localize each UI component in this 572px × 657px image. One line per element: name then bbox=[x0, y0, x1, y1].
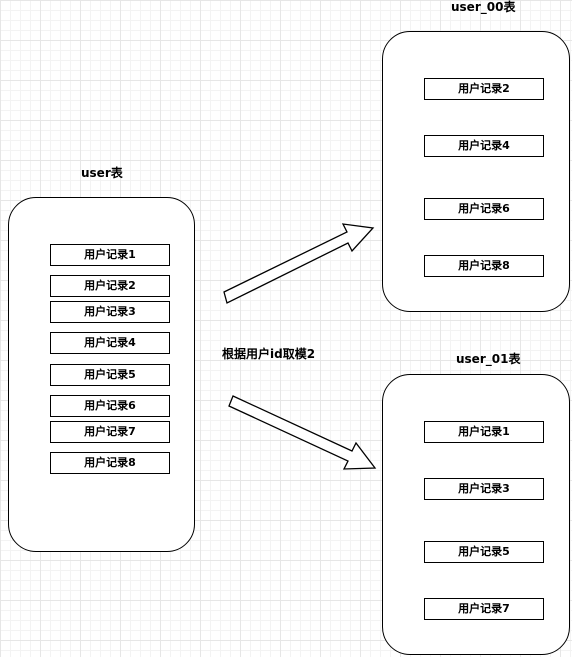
shard-00-title: user_00表 bbox=[451, 0, 516, 14]
shard-01-record-3: 用户记录3 bbox=[424, 478, 544, 500]
shard-01-record-5: 用户记录5 bbox=[424, 541, 544, 563]
source-record-8: 用户记录8 bbox=[50, 452, 170, 474]
source-record-7: 用户记录7 bbox=[50, 421, 170, 443]
shard-01-title: user_01表 bbox=[456, 352, 521, 366]
source-record-6: 用户记录6 bbox=[50, 395, 170, 417]
shard-00-record-2: 用户记录2 bbox=[424, 78, 544, 100]
source-record-5: 用户记录5 bbox=[50, 364, 170, 386]
source-record-3: 用户记录3 bbox=[50, 301, 170, 323]
shard-00-record-6: 用户记录6 bbox=[424, 198, 544, 220]
arrow-to-shard-00 bbox=[223, 223, 375, 304]
shard-00-box: 用户记录2 用户记录4 用户记录6 用户记录8 bbox=[382, 31, 570, 312]
source-table-title: user表 bbox=[81, 166, 123, 180]
sharding-rule-label: 根据用户id取模2 bbox=[222, 347, 316, 361]
shard-01-box: 用户记录1 用户记录3 用户记录5 用户记录7 bbox=[382, 374, 570, 655]
shard-00-record-8: 用户记录8 bbox=[424, 255, 544, 277]
source-table-box: 用户记录1 用户记录2 用户记录3 用户记录4 用户记录5 用户记录6 用户记录… bbox=[8, 197, 195, 552]
source-record-1: 用户记录1 bbox=[50, 244, 170, 266]
shard-00-record-4: 用户记录4 bbox=[424, 135, 544, 157]
arrow-to-shard-01 bbox=[228, 395, 377, 470]
source-record-4: 用户记录4 bbox=[50, 332, 170, 354]
shard-01-record-1: 用户记录1 bbox=[424, 421, 544, 443]
shard-01-record-7: 用户记录7 bbox=[424, 598, 544, 620]
source-record-2: 用户记录2 bbox=[50, 275, 170, 297]
